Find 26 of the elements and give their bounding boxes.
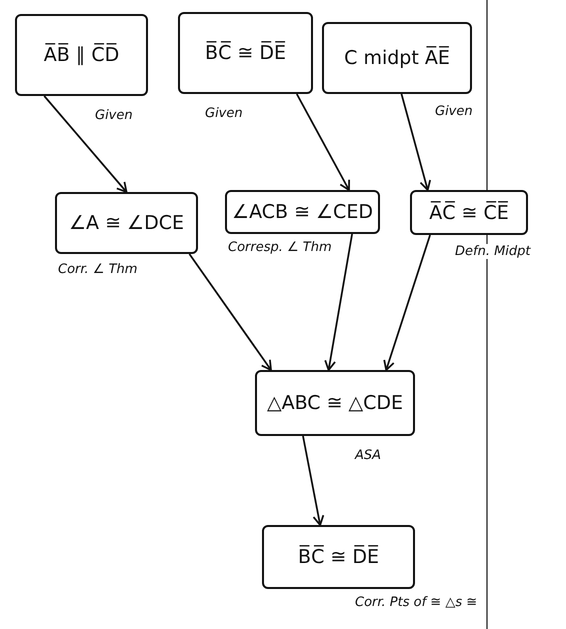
- statement-box: [178, 12, 313, 94]
- arrow: [296, 94, 350, 191]
- statement-text: △ABC ≅ △CDE: [266, 392, 404, 414]
- arrow: [400, 94, 432, 191]
- statement-box: [15, 14, 148, 96]
- statement-box: [410, 190, 528, 235]
- arrow: [383, 234, 431, 371]
- arrow: [302, 436, 324, 526]
- statement-box: [225, 190, 380, 234]
- arrow: [44, 95, 128, 193]
- statement-text: A̅B̅ ∥ C̅D̅: [44, 44, 120, 66]
- arrow: [188, 253, 272, 371]
- arrow: [324, 234, 353, 371]
- statement-text: B̅C̅ ≅ D̅E̅: [298, 546, 379, 568]
- statement-text: ∠ACB ≅ ∠CED: [232, 201, 373, 223]
- statement-box: [255, 370, 415, 436]
- statement-text: B̅C̅ ≅ D̅E̅: [205, 42, 286, 64]
- statement-text: ∠A ≅ ∠DCE: [69, 212, 184, 234]
- reason-label: Corresp. ∠ Thm: [228, 240, 332, 255]
- reason-label: Defn. Midpt: [455, 244, 531, 259]
- statement-box: [55, 192, 198, 254]
- statement-text: A̅C̅ ≅ C̅E̅: [429, 202, 509, 224]
- reason-label: Corr. Pts of ≅ △s ≅: [355, 595, 478, 610]
- statement-box: [322, 22, 472, 94]
- statement-text: C midpt A̅E̅: [344, 47, 450, 69]
- statement-box: [262, 525, 415, 589]
